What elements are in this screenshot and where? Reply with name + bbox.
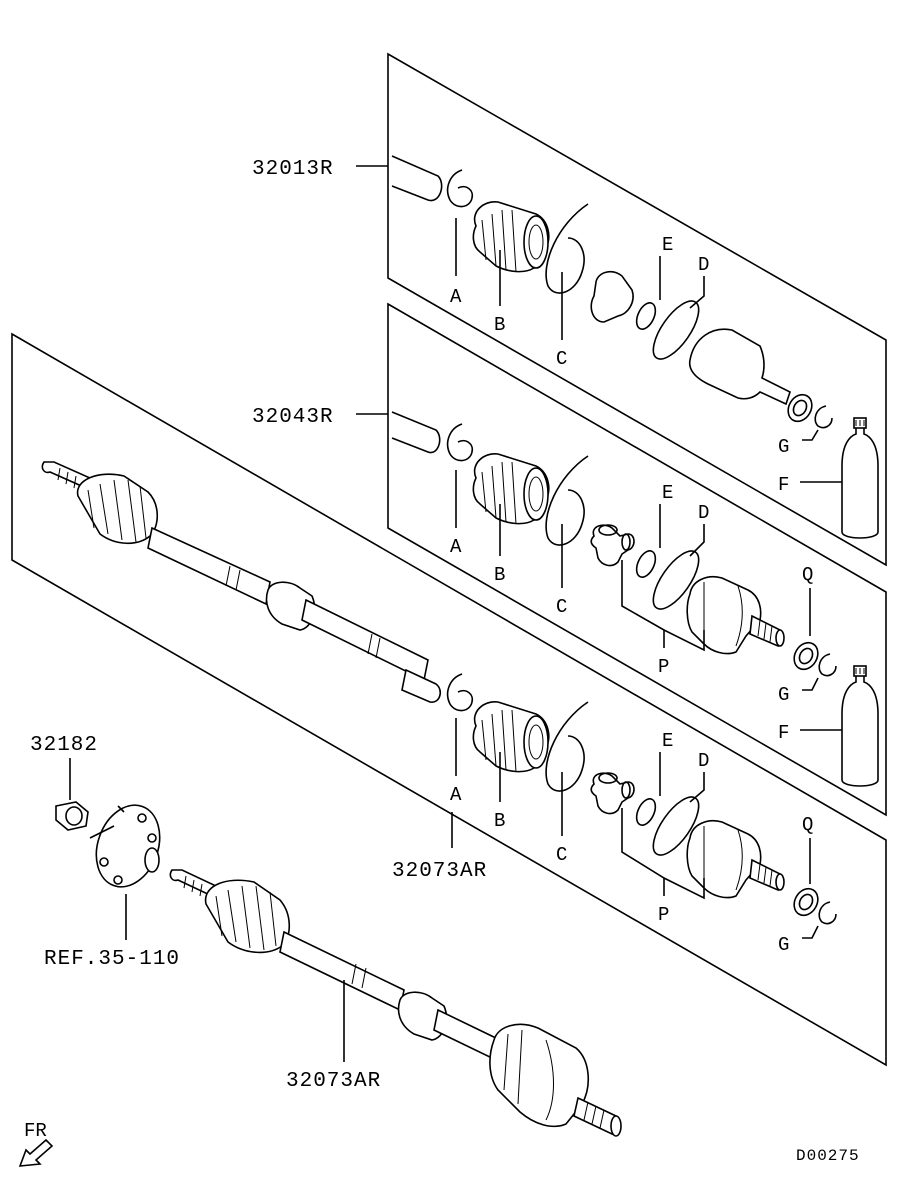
grease-bottle-mid <box>841 665 879 787</box>
clamp-c-top <box>545 203 589 294</box>
main-panel-parts <box>446 673 837 925</box>
label-A-main: A <box>450 784 462 806</box>
seal-q-mid <box>788 637 824 675</box>
label-D-mid: D <box>698 502 709 524</box>
label-32073AR-panel: 32073AR <box>392 860 487 883</box>
labels: 32013R 32043R 32073AR 32073AR 32182 REF.… <box>24 158 860 1165</box>
label-G-top: G <box>778 436 789 458</box>
label-ref-35-110: REF.35-110 <box>44 948 180 971</box>
top-kit-parts <box>391 155 833 429</box>
housing-main <box>686 819 785 899</box>
shaft-end-stub <box>391 155 443 202</box>
label-32043R: 32043R <box>252 406 334 429</box>
seal-q-main <box>788 883 824 921</box>
spline-main <box>401 668 442 703</box>
spider-mid <box>590 524 635 567</box>
label-32182: 32182 <box>30 734 98 757</box>
boot-b-main <box>472 700 550 773</box>
label-32013R: 32013R <box>252 158 334 181</box>
clamp-a-main <box>446 673 474 712</box>
ring-g-main <box>818 901 837 925</box>
label-C-main: C <box>556 844 567 866</box>
label-E-main: E <box>662 730 673 752</box>
panel-32013R <box>387 52 887 567</box>
label-D-main: D <box>698 750 709 772</box>
middle-kit-parts <box>391 411 879 787</box>
shaft-end-stub-mid <box>391 411 441 454</box>
ring-e-mid <box>632 547 660 581</box>
label-Q-main: Q <box>802 814 813 836</box>
grease-bottle-top <box>841 417 879 539</box>
label-A-mid: A <box>450 536 462 558</box>
housing-outline-top <box>688 328 791 406</box>
nut-32182 <box>55 801 89 831</box>
lower-shaft-assembly <box>169 869 622 1137</box>
label-P-main: P <box>658 904 669 926</box>
ring-e-main <box>632 795 660 829</box>
spider-outline-top <box>590 270 634 323</box>
panel-32073AR <box>11 332 887 1067</box>
label-C-mid: C <box>556 596 567 618</box>
label-B-top: B <box>494 314 505 336</box>
label-F-top: F <box>778 474 789 496</box>
front-marker-label: FR <box>24 1120 47 1142</box>
leader-lines <box>69 165 842 1062</box>
clamp-c-main <box>545 701 589 792</box>
label-F-mid: F <box>778 722 789 744</box>
clamp-a-top <box>446 169 474 208</box>
clamp-a-mid <box>446 423 474 462</box>
label-A-top: A <box>450 286 462 308</box>
label-D-top: D <box>698 254 709 276</box>
ring-e-top <box>632 299 660 333</box>
clamp-c-mid <box>545 455 589 546</box>
label-E-mid: E <box>662 482 673 504</box>
hub-flange <box>89 804 161 888</box>
boot-b-mid <box>472 452 550 525</box>
label-E-top: E <box>662 234 673 256</box>
label-Q-mid: Q <box>802 564 813 586</box>
label-B-main: B <box>494 810 505 832</box>
ring-g-mid <box>818 653 837 677</box>
spider-main <box>590 772 635 815</box>
ring-g-top <box>814 405 833 429</box>
label-G-mid: G <box>778 684 789 706</box>
label-G-main: G <box>778 934 789 956</box>
main-shaft-assembly <box>41 461 442 703</box>
label-B-mid: B <box>494 564 505 586</box>
label-32073AR-lower: 32073AR <box>286 1070 381 1093</box>
housing-mid <box>686 575 785 655</box>
label-C-top: C <box>556 348 567 370</box>
front-arrow-icon <box>18 1138 54 1167</box>
boot-b-top <box>472 200 550 273</box>
drawing-code: D00275 <box>796 1147 860 1165</box>
panel-32043R <box>387 302 887 817</box>
shaft-main <box>147 526 271 606</box>
label-P-mid: P <box>658 656 669 678</box>
